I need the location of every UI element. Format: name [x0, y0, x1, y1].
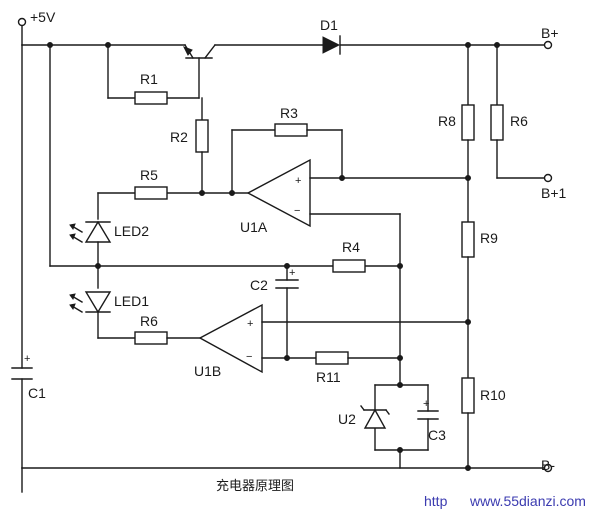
junction-r8-top	[465, 42, 471, 48]
resistor-r9	[461, 221, 475, 258]
ground-rail	[21, 467, 546, 493]
opamp-u1a: + −	[246, 158, 311, 228]
resistor-r5	[134, 186, 168, 200]
junction-ground	[465, 465, 471, 471]
r6-row	[97, 331, 201, 345]
terminal-b-plus	[543, 40, 553, 50]
label-b-plus: B+	[541, 25, 559, 41]
u1b-minus-net	[261, 351, 401, 365]
r3-feedback	[231, 123, 343, 194]
junction-r3	[339, 175, 345, 181]
resistor-r3	[274, 123, 308, 137]
u1a-minus: −	[294, 205, 300, 217]
zener-u2	[360, 405, 390, 429]
diagram-caption: 充电器原理图	[216, 478, 294, 494]
label-c2: C2	[250, 277, 268, 293]
transistor	[182, 44, 216, 99]
label-r9: R9	[480, 230, 498, 246]
opamp-u1b: + −	[198, 303, 263, 374]
capacitor-c3: +	[417, 398, 439, 420]
label-b-minus: B-	[541, 457, 555, 473]
r2-branch	[195, 97, 209, 194]
resistor-r4	[332, 259, 366, 273]
junction-u1a-out	[229, 190, 235, 196]
watermark: www.55dianzi.com	[469, 493, 586, 509]
junction-u2-bottom	[397, 447, 403, 453]
junction-r4	[397, 263, 403, 269]
terminal-b-plus-1	[543, 173, 553, 183]
resistor-r8	[461, 104, 475, 141]
u1b-minus: −	[246, 351, 252, 363]
top-rail	[21, 24, 546, 46]
led1	[69, 291, 112, 339]
label-u1a: U1A	[240, 219, 268, 235]
resistor-r11	[315, 351, 349, 365]
junction-left-bus	[47, 42, 53, 48]
junction-r8-r9	[465, 175, 471, 181]
label-r6-left: R6	[140, 313, 158, 329]
u1b-plus: +	[247, 318, 253, 330]
junction-r6	[494, 42, 500, 48]
r6-right-branch	[490, 44, 546, 179]
label-u1b: U1B	[194, 363, 221, 379]
label-d1: D1	[320, 17, 338, 33]
resistor-r6-left	[134, 331, 168, 345]
label-r8: R8	[438, 113, 456, 129]
junction-r1	[105, 42, 111, 48]
junction-c2-bottom	[284, 355, 290, 361]
resistor-r6-right	[490, 104, 504, 141]
junction-u2-top	[397, 382, 403, 388]
terminal-b-minus	[543, 463, 553, 473]
junction-led	[95, 263, 101, 269]
label-c3: C3	[428, 427, 446, 443]
label-u2: U2	[338, 411, 356, 427]
label-r2: R2	[170, 129, 188, 145]
label-r1: R1	[140, 71, 158, 87]
resistor-r2	[195, 119, 209, 153]
c3-plus-sign: +	[423, 398, 429, 410]
resistor-r1	[134, 91, 168, 105]
capacitor-c2: +	[275, 265, 299, 359]
r1-branch	[107, 44, 200, 105]
label-led1: LED1	[114, 293, 149, 309]
label-b-plus-1: B+1	[541, 185, 567, 201]
label-r5: R5	[140, 167, 158, 183]
label-r3: R3	[280, 105, 298, 121]
watermark-prefix: http	[424, 493, 448, 509]
label-r11: R11	[316, 369, 341, 385]
label-led2: LED2	[114, 223, 149, 239]
c2-plus-sign: +	[289, 267, 295, 279]
led2	[69, 220, 112, 289]
label-c1: C1	[28, 385, 46, 401]
label-r10: R10	[480, 387, 506, 403]
capacitor-c1: +	[11, 353, 33, 380]
supply-terminal	[17, 17, 27, 27]
junction-r11	[397, 355, 403, 361]
junction-c2	[284, 263, 290, 269]
junction-r2	[199, 190, 205, 196]
junction-r9-r10	[465, 319, 471, 325]
u1a-plus: +	[295, 175, 301, 187]
resistor-r10	[461, 377, 475, 414]
label-r4: R4	[342, 239, 360, 255]
divider-column	[461, 44, 475, 469]
supply-label: +5V	[30, 9, 56, 25]
r5-row	[97, 186, 249, 220]
c1-plus-sign: +	[24, 353, 30, 365]
diode-d1	[322, 35, 341, 55]
label-r6-right: R6	[510, 113, 528, 129]
